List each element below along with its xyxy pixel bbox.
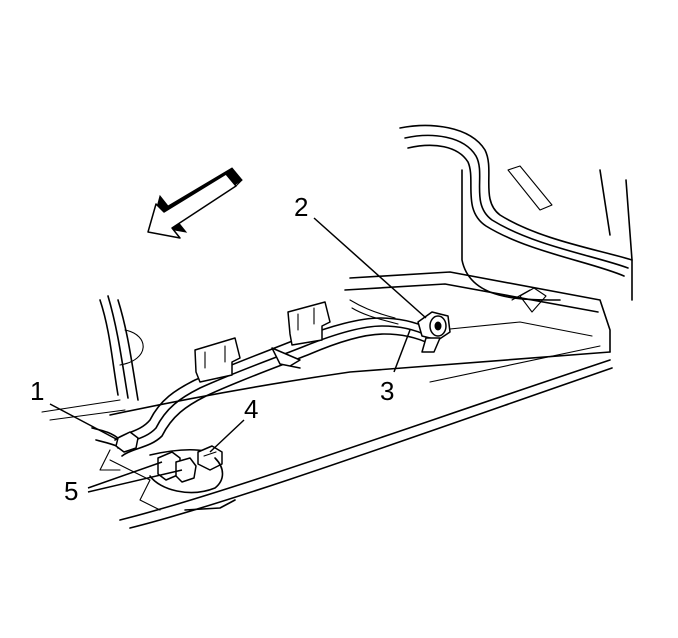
callout-5: 5: [64, 476, 78, 506]
line-clip-front: [194, 337, 241, 383]
leader-2: [313, 217, 427, 319]
small-pointer-arrow: [271, 347, 301, 369]
callout-3: 3: [380, 376, 394, 406]
leader-3: [393, 329, 411, 373]
leader-5a: [87, 461, 163, 489]
callout-4: 4: [244, 394, 258, 424]
callout-2: 2: [294, 192, 308, 222]
leader-5b: [87, 469, 183, 493]
vehicle-body-outline: [41, 124, 633, 529]
leader-1: [49, 403, 119, 441]
rear-fuel-line-fitting: [417, 311, 451, 353]
front-fuel-line-connector: [115, 431, 224, 494]
line-clip-center: [287, 301, 331, 346]
leader-lines: [49, 217, 427, 493]
front-direction-arrow-icon: [147, 167, 243, 239]
callout-1: 1: [30, 376, 44, 406]
fuel-line-retainer: [197, 445, 223, 471]
leader-4: [209, 419, 245, 453]
